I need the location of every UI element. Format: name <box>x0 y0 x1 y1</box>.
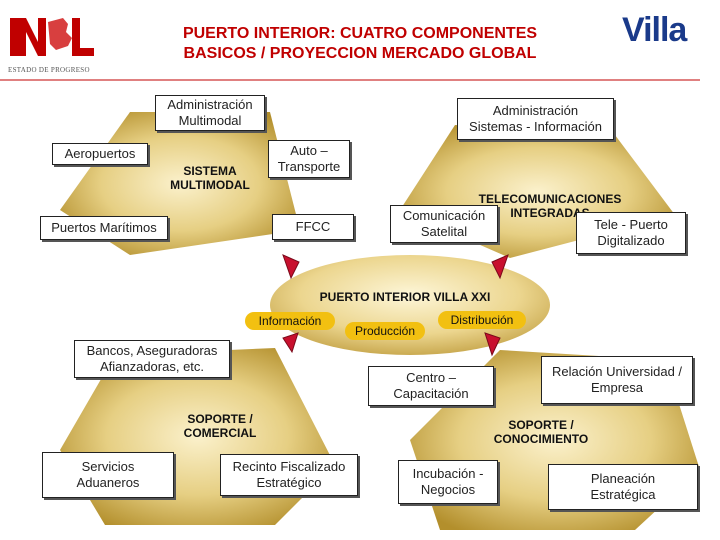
recinto-fiscalizado-box: Recinto Fiscalizado Estratégico <box>220 454 358 496</box>
centro-capacitacion-box: Centro – Capacitación <box>368 366 494 406</box>
arrow-top-right <box>491 254 509 280</box>
planeacion-estrategica-box: Planeación Estratégica <box>548 464 698 510</box>
center-title: PUERTO INTERIOR VILLA XXI <box>319 290 491 304</box>
admin-sistemas-box: Administración Sistemas - Información <box>457 98 614 140</box>
tele-puerto-box: Tele - Puerto Digitalizado <box>576 212 686 254</box>
arrow-top-left <box>282 254 300 280</box>
bancos-box: Bancos, Aseguradoras Afianzadoras, etc. <box>74 340 230 378</box>
villa-logo-text: Villa <box>622 11 687 49</box>
soporte-conocimiento-label: SOPORTE / CONOCIMIENTO <box>493 418 589 446</box>
villa-logo: Villa <box>622 10 717 60</box>
center-ellipse <box>270 255 550 355</box>
auto-transporte-box: Auto – Transporte <box>268 140 350 178</box>
produccion-pill: Producción <box>345 322 425 340</box>
multimodal-label: SISTEMA MULTIMODAL <box>170 164 250 192</box>
nl-logo: ESTADO DE PROGRESO <box>8 10 98 74</box>
soporte-comercial-label: SOPORTE / COMERCIAL <box>183 412 257 440</box>
servicios-aduaneros-box: Servicios Aduaneros <box>42 452 174 498</box>
relacion-universidad-box: Relación Universidad / Empresa <box>541 356 693 404</box>
arrow-bottom-left <box>282 332 299 354</box>
admin-multimodal-box: Administración Multimodal <box>155 95 265 131</box>
logo-tagline: ESTADO DE PROGRESO <box>8 66 90 74</box>
puertos-maritimos-box: Puertos Marítimos <box>40 216 168 240</box>
incubacion-negocios-box: Incubación - Negocios <box>398 460 498 504</box>
arrow-bottom-right <box>484 332 501 357</box>
page-title: PUERTO INTERIOR: CUATRO COMPONENTES BASI… <box>182 25 538 62</box>
aeropuertos-box: Aeropuertos <box>52 143 148 165</box>
ffcc-box: FFCC <box>272 214 354 240</box>
informacion-pill: Información <box>245 312 335 330</box>
telecom-label: TELECOMUNICACIONES INTEGRADAS <box>478 192 622 220</box>
comunicacion-satelital-box: Comunicación Satelital <box>390 205 498 243</box>
distribucion-pill: Distribución <box>438 311 526 329</box>
nl-logo-mark <box>10 18 94 56</box>
